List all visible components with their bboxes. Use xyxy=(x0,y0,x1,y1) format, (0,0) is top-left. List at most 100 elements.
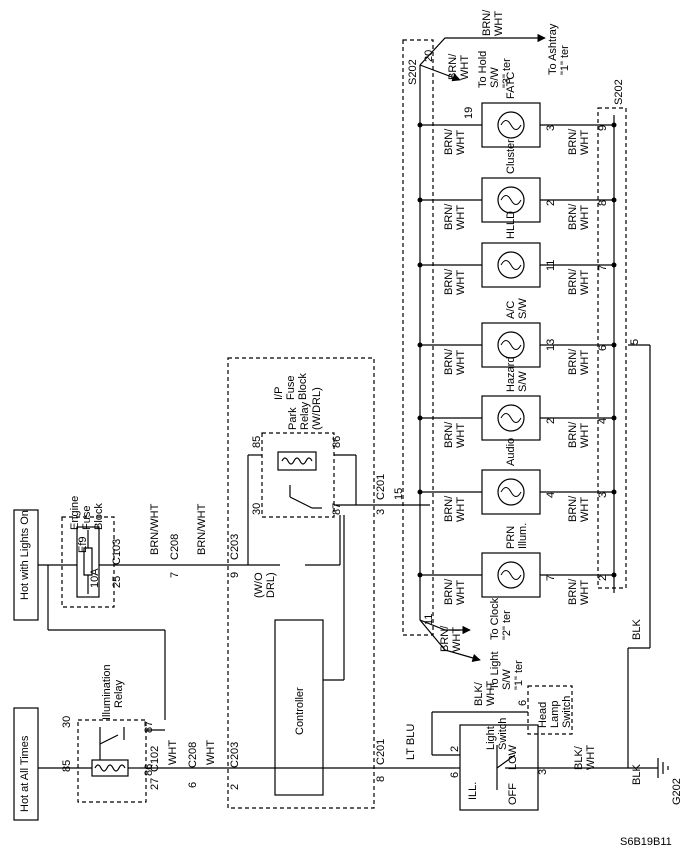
lamp-right-pin: 2 xyxy=(545,200,557,206)
ls-pos-ill: ILL. xyxy=(467,782,479,800)
ashtray-1: To Ashtray xyxy=(547,23,559,75)
ls-pos-off: OFF xyxy=(507,783,519,805)
wire-blk-1: BLK xyxy=(631,619,643,640)
ls-pin-2: 2 xyxy=(449,746,461,752)
lamp-right-pin: 11 xyxy=(545,260,557,271)
lamp-right-pin: 4 xyxy=(545,492,557,498)
lamp-out-wht: WHT xyxy=(579,350,591,375)
lamp-name: FATC xyxy=(505,72,517,99)
splice-dot xyxy=(417,415,423,421)
lamp-return-pin: 4 xyxy=(597,418,609,424)
wo-drl-1: (W/O xyxy=(253,572,265,598)
pin-5-label: 5 xyxy=(629,339,641,345)
g202-label: G202 xyxy=(671,778,683,805)
lamp-out-wht: WHT xyxy=(579,497,591,522)
wire-brnwht-2: BRN/WHT xyxy=(196,503,208,555)
c203-bot-pin: 2 xyxy=(229,784,241,790)
lamp-right-pin: 7 xyxy=(545,575,557,581)
lamp-in-brn: BRN/ xyxy=(443,348,455,375)
lamp-name: Cluster xyxy=(505,139,517,174)
lamp-right-pin: 13 xyxy=(545,339,557,351)
head-lamp-2: Lamp xyxy=(549,700,561,728)
lamp-out-wht: WHT xyxy=(579,205,591,230)
engine-fuse-block-box xyxy=(61,516,115,608)
ls-pos-low: LOW xyxy=(507,744,519,770)
lamp-in-wht: WHT xyxy=(455,205,467,230)
lamp-name: HLLD xyxy=(505,211,517,239)
hold-brn: BRN/ xyxy=(447,53,459,80)
lamp-return-pin: 9 xyxy=(597,125,609,131)
clock-1: To Clock xyxy=(489,597,501,640)
lamp-out-brn: BRN/ xyxy=(567,495,579,522)
lamp-housing xyxy=(481,102,541,148)
ip-fuse-title-3: Block xyxy=(297,373,309,400)
lamp-name-2: Illum. xyxy=(517,523,529,549)
lamp-in-wht: WHT xyxy=(455,423,467,448)
park-relay-1: Park xyxy=(287,407,299,430)
park-pin-87: 87 xyxy=(331,503,343,515)
c102-pin: 27 xyxy=(149,778,161,790)
c103-pin: 25 xyxy=(111,576,123,588)
clock-wht: WHT xyxy=(451,627,463,652)
pin-11-label: 11 xyxy=(423,614,435,625)
clock-2: "2" ter xyxy=(501,610,513,640)
lamp-return-pin: 3 xyxy=(597,492,609,498)
ls-pin-6: 6 xyxy=(449,772,461,778)
pin-20-label: 20 xyxy=(423,50,435,62)
fuse-ef9-box xyxy=(76,526,100,598)
c203-bot-label: C203 xyxy=(229,742,241,768)
lamp-name: PRN xyxy=(505,526,517,549)
fuse-rating-label: 10A xyxy=(89,568,101,588)
lamp-filament-icon xyxy=(500,413,522,423)
park-pin-30: 30 xyxy=(251,503,263,515)
ip-fuse-block-box xyxy=(227,357,375,809)
splice-dot xyxy=(417,342,423,348)
lamp-out-wht: WHT xyxy=(579,270,591,295)
head-lamp-3: Switch xyxy=(561,696,573,728)
lamp-left-pin: 19 xyxy=(463,107,475,119)
illum-pin-86: 86 xyxy=(143,764,155,776)
splice-dot xyxy=(611,122,617,128)
lamp-filament-icon xyxy=(500,487,522,497)
hold-3: "3" ter xyxy=(501,58,513,88)
head-lamp-switch-box xyxy=(527,685,573,735)
lamp-filament-icon xyxy=(500,570,522,580)
hold-wht: WHT xyxy=(459,55,471,80)
lamp-out-brn: BRN/ xyxy=(567,268,579,295)
lamp-filament-icon xyxy=(500,195,522,205)
lamp-name-2: S/W xyxy=(517,371,529,392)
illum-relay-title-1: Illumination xyxy=(101,664,113,720)
wire-brnwht-1: BRN/WHT xyxy=(149,503,161,555)
lamp-in-brn: BRN/ xyxy=(443,495,455,522)
splice-dot xyxy=(611,415,617,421)
head-lamp-1: Head xyxy=(537,702,549,728)
figure-id: S6B19B11 xyxy=(620,836,672,848)
lamp-filament-icon xyxy=(500,340,522,350)
splice-dot xyxy=(417,572,423,578)
lamp-in-wht: WHT xyxy=(455,580,467,605)
wire-wht-1: WHT xyxy=(167,740,179,765)
c201-top-pin: 3 xyxy=(375,509,387,515)
lamp-in-brn: BRN/ xyxy=(443,421,455,448)
c208-bot-pin: 6 xyxy=(187,782,199,788)
illum-pin-30: 30 xyxy=(61,716,73,728)
lamp-return-pin: 2 xyxy=(597,575,609,581)
ip-fuse-title-1: I/P xyxy=(273,387,285,400)
head-pin-6: 6 xyxy=(517,700,529,706)
c208-top-label: C208 xyxy=(169,534,181,560)
wire-wht-2: WHT xyxy=(205,740,217,765)
lamp-out-wht: WHT xyxy=(579,423,591,448)
engine-fuse-title-3: Block xyxy=(93,503,105,530)
hold-1: To Hold xyxy=(477,51,489,88)
controller-box xyxy=(274,619,324,796)
light-1: To Light xyxy=(489,651,501,690)
park-pin-85: 85 xyxy=(251,436,263,448)
splice-dot xyxy=(417,197,423,203)
park-relay-3: (W/DRL) xyxy=(311,387,323,430)
lamp-out-brn: BRN/ xyxy=(567,128,579,155)
s202-left-box xyxy=(402,39,434,636)
ashtray-brn: BRN/ xyxy=(481,9,493,36)
